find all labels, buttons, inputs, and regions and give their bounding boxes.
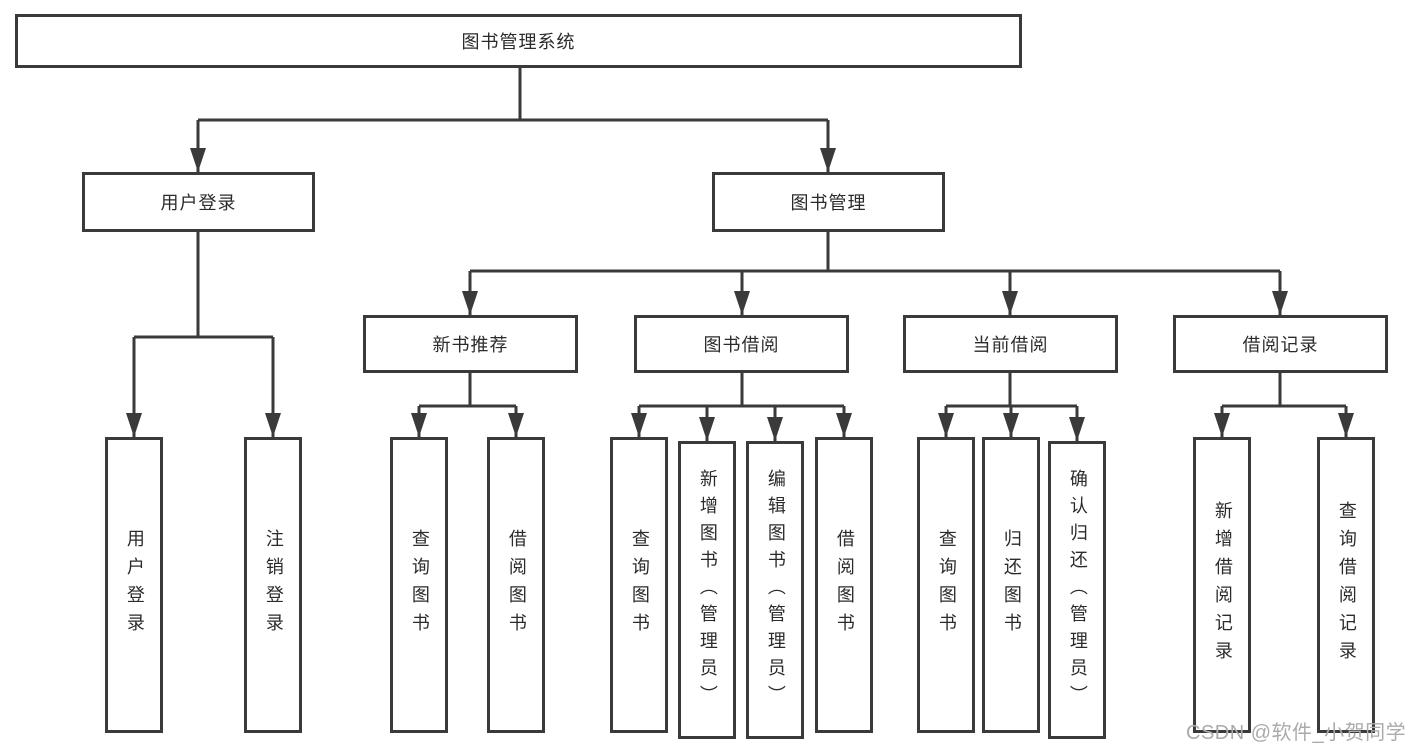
leaf-return-book: 归还图书 xyxy=(982,437,1040,733)
leaf-label: 新增借阅记录 xyxy=(1212,501,1233,669)
leaf-label: 查询图书 xyxy=(409,529,430,641)
leaf-label: 编辑图书（管理员） xyxy=(765,468,786,712)
leaf-borrow-books: 借阅图书 xyxy=(815,437,873,733)
leaf-label: 借阅图书 xyxy=(506,529,527,641)
leaf-edit-book-admin: 编辑图书（管理员） xyxy=(746,441,804,739)
leaf-query-books: 查询图书 xyxy=(390,437,448,733)
leaf-add-borrowing-record: 新增借阅记录 xyxy=(1193,437,1251,733)
leaf-label: 归还图书 xyxy=(1001,529,1022,641)
leaf-confirm-return-admin: 确认归还（管理员） xyxy=(1048,441,1106,739)
leaf-query-books: 查询图书 xyxy=(917,437,975,733)
leaf-query-books: 查询图书 xyxy=(610,437,668,733)
leaf-user-login: 用户登录 xyxy=(105,437,163,733)
node-new-book-recommendation: 新书推荐 xyxy=(363,315,578,373)
leaf-query-borrowing-record: 查询借阅记录 xyxy=(1317,437,1375,733)
node-current-borrowing: 当前借阅 xyxy=(903,315,1118,373)
leaf-label: 查询借阅记录 xyxy=(1336,501,1357,669)
leaf-label: 用户登录 xyxy=(124,529,145,641)
node-book-borrowing: 图书借阅 xyxy=(634,315,849,373)
leaf-label: 确认归还（管理员） xyxy=(1067,468,1088,712)
leaf-logout: 注销登录 xyxy=(244,437,302,733)
leaf-label: 查询图书 xyxy=(629,529,650,641)
node-borrowing-records: 借阅记录 xyxy=(1173,315,1388,373)
leaf-borrow-books: 借阅图书 xyxy=(487,437,545,733)
node-book-management-branch: 图书管理 xyxy=(712,172,945,232)
leaf-label: 新增图书（管理员） xyxy=(697,468,718,712)
node-user-login-branch: 用户登录 xyxy=(82,172,315,232)
leaf-label: 查询图书 xyxy=(936,529,957,641)
leaf-add-book-admin: 新增图书（管理员） xyxy=(678,441,736,739)
node-library-management-system: 图书管理系统 xyxy=(15,14,1022,68)
csdn-watermark: CSDN @软件_小贺同学 xyxy=(1186,722,1405,744)
leaf-label: 借阅图书 xyxy=(834,529,855,641)
leaf-label: 注销登录 xyxy=(263,529,284,641)
